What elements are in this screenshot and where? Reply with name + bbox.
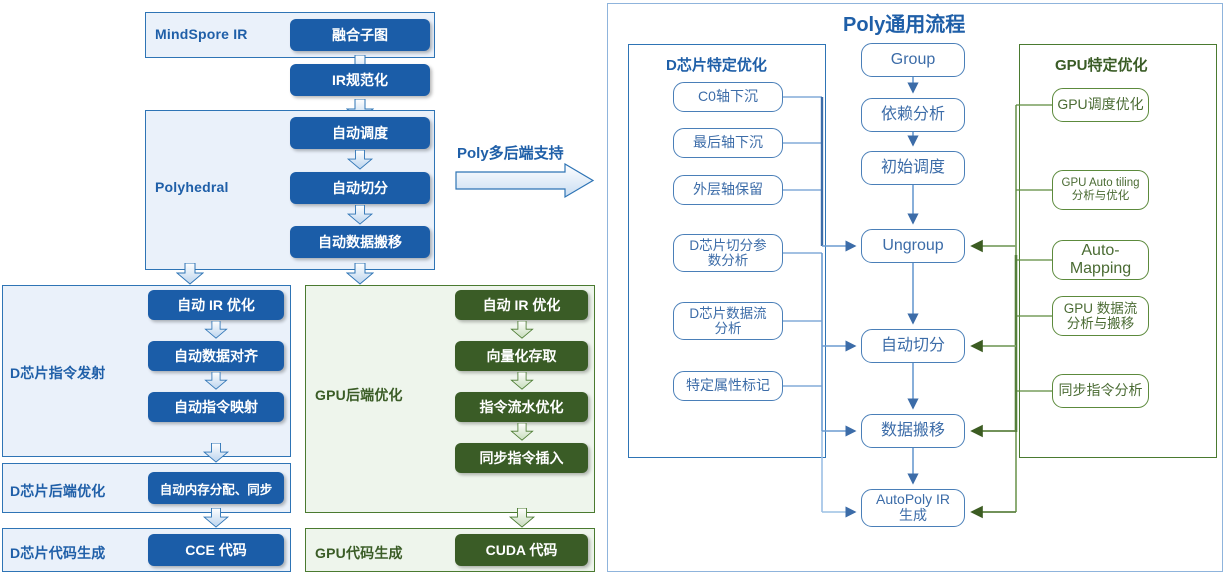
chip-fused-subgraph[interactable]: 融合子图: [290, 19, 430, 51]
flow-arrow-down-icon: [508, 372, 536, 394]
rbox-gpu-auto-tiling-analysis[interactable]: GPU Auto tiling 分析与优化: [1052, 170, 1149, 210]
panel-label-dchip-codegen: D芯片代码生成: [10, 545, 106, 561]
rbox-auto-tiling[interactable]: 自动切分: [861, 329, 965, 363]
rbox-sync-instr-analysis[interactable]: 同步指令分析: [1052, 374, 1149, 408]
rbox-gpu-schedule-opt[interactable]: GPU调度优化: [1052, 88, 1149, 122]
bridge-arrow-caption: Poly多后端支持: [457, 145, 564, 162]
chip-auto-data-move[interactable]: 自动数据搬移: [290, 226, 430, 258]
flow-arrow-down-icon: [508, 321, 536, 343]
chip-vectorized-access[interactable]: 向量化存取: [455, 341, 588, 371]
chip-d-auto-instr-map[interactable]: 自动指令映射: [148, 392, 284, 422]
flow-arrow-down-icon: [176, 263, 204, 285]
flow-arrow-down-icon: [508, 508, 536, 530]
flow-arrow-down-icon: [202, 372, 230, 394]
panel-label-gpu-codegen: GPU代码生成: [315, 545, 403, 561]
rbox-c0-axis-sink[interactable]: C0轴下沉: [673, 82, 783, 112]
chip-auto-tiling[interactable]: 自动切分: [290, 172, 430, 204]
rbox-ungroup[interactable]: Ungroup: [861, 229, 965, 263]
chip-instr-pipeline-opt[interactable]: 指令流水优化: [455, 392, 588, 422]
flow-arrow-down-icon: [346, 205, 374, 227]
rbox-autopoly-ir-gen[interactable]: AutoPoly IR 生成: [861, 489, 965, 527]
chip-ir-normalization[interactable]: IR规范化: [290, 64, 430, 96]
rbox-dependency-analysis[interactable]: 依赖分析: [861, 98, 965, 132]
rbox-dchip-tiling-param-analysis[interactable]: D芯片切分参 数分析: [673, 234, 783, 272]
subpanel-title-gpu-specific-opt: GPU特定优化: [1055, 57, 1148, 74]
chip-g-auto-ir-opt[interactable]: 自动 IR 优化: [455, 290, 588, 320]
subpanel-title-dchip-specific-opt: D芯片特定优化: [666, 57, 767, 74]
flow-arrow-down-icon: [202, 321, 230, 343]
chip-cuda-code[interactable]: CUDA 代码: [455, 534, 588, 566]
rbox-specific-attr-mark[interactable]: 特定属性标记: [673, 371, 783, 401]
right-panel-title: Poly通用流程: [843, 14, 966, 36]
chip-cce-code[interactable]: CCE 代码: [148, 534, 284, 566]
panel-label-polyhedral: Polyhedral: [155, 179, 229, 195]
rbox-last-axis-sink[interactable]: 最后轴下沉: [673, 128, 783, 158]
rbox-gpu-dataflow-analysis-move[interactable]: GPU 数据流 分析与搬移: [1052, 296, 1149, 336]
rbox-data-move[interactable]: 数据搬移: [861, 414, 965, 448]
bridge-arrow-icon: [455, 162, 595, 204]
rbox-dchip-dataflow-analysis[interactable]: D芯片数据流 分析: [673, 302, 783, 340]
rbox-outer-axis-retain[interactable]: 外层轴保留: [673, 175, 783, 205]
rbox-initial-schedule[interactable]: 初始调度: [861, 151, 965, 185]
flow-arrow-down-icon: [346, 150, 374, 172]
flow-arrow-down-icon: [508, 423, 536, 445]
flow-arrow-down-icon: [202, 443, 230, 465]
chip-sync-instr-insert[interactable]: 同步指令插入: [455, 443, 588, 473]
panel-label-dchip-backend-opt: D芯片后端优化: [10, 483, 106, 499]
chip-d-auto-data-align[interactable]: 自动数据对齐: [148, 341, 284, 371]
chip-auto-schedule[interactable]: 自动调度: [290, 117, 430, 149]
panel-label-mindspore-ir: MindSpore IR: [155, 26, 248, 42]
flow-arrow-down-icon: [346, 263, 374, 285]
rbox-auto-mapping[interactable]: Auto- Mapping: [1052, 240, 1149, 280]
rbox-group[interactable]: Group: [861, 43, 965, 77]
panel-label-gpu-backend-opt: GPU后端优化: [315, 387, 403, 403]
chip-d-auto-ir-opt[interactable]: 自动 IR 优化: [148, 290, 284, 320]
panel-label-dchip-instruction-issue: D芯片指令发射: [10, 365, 106, 381]
flow-arrow-down-icon: [202, 508, 230, 530]
chip-d-auto-mem-alloc-sync[interactable]: 自动内存分配、同步: [148, 472, 284, 504]
